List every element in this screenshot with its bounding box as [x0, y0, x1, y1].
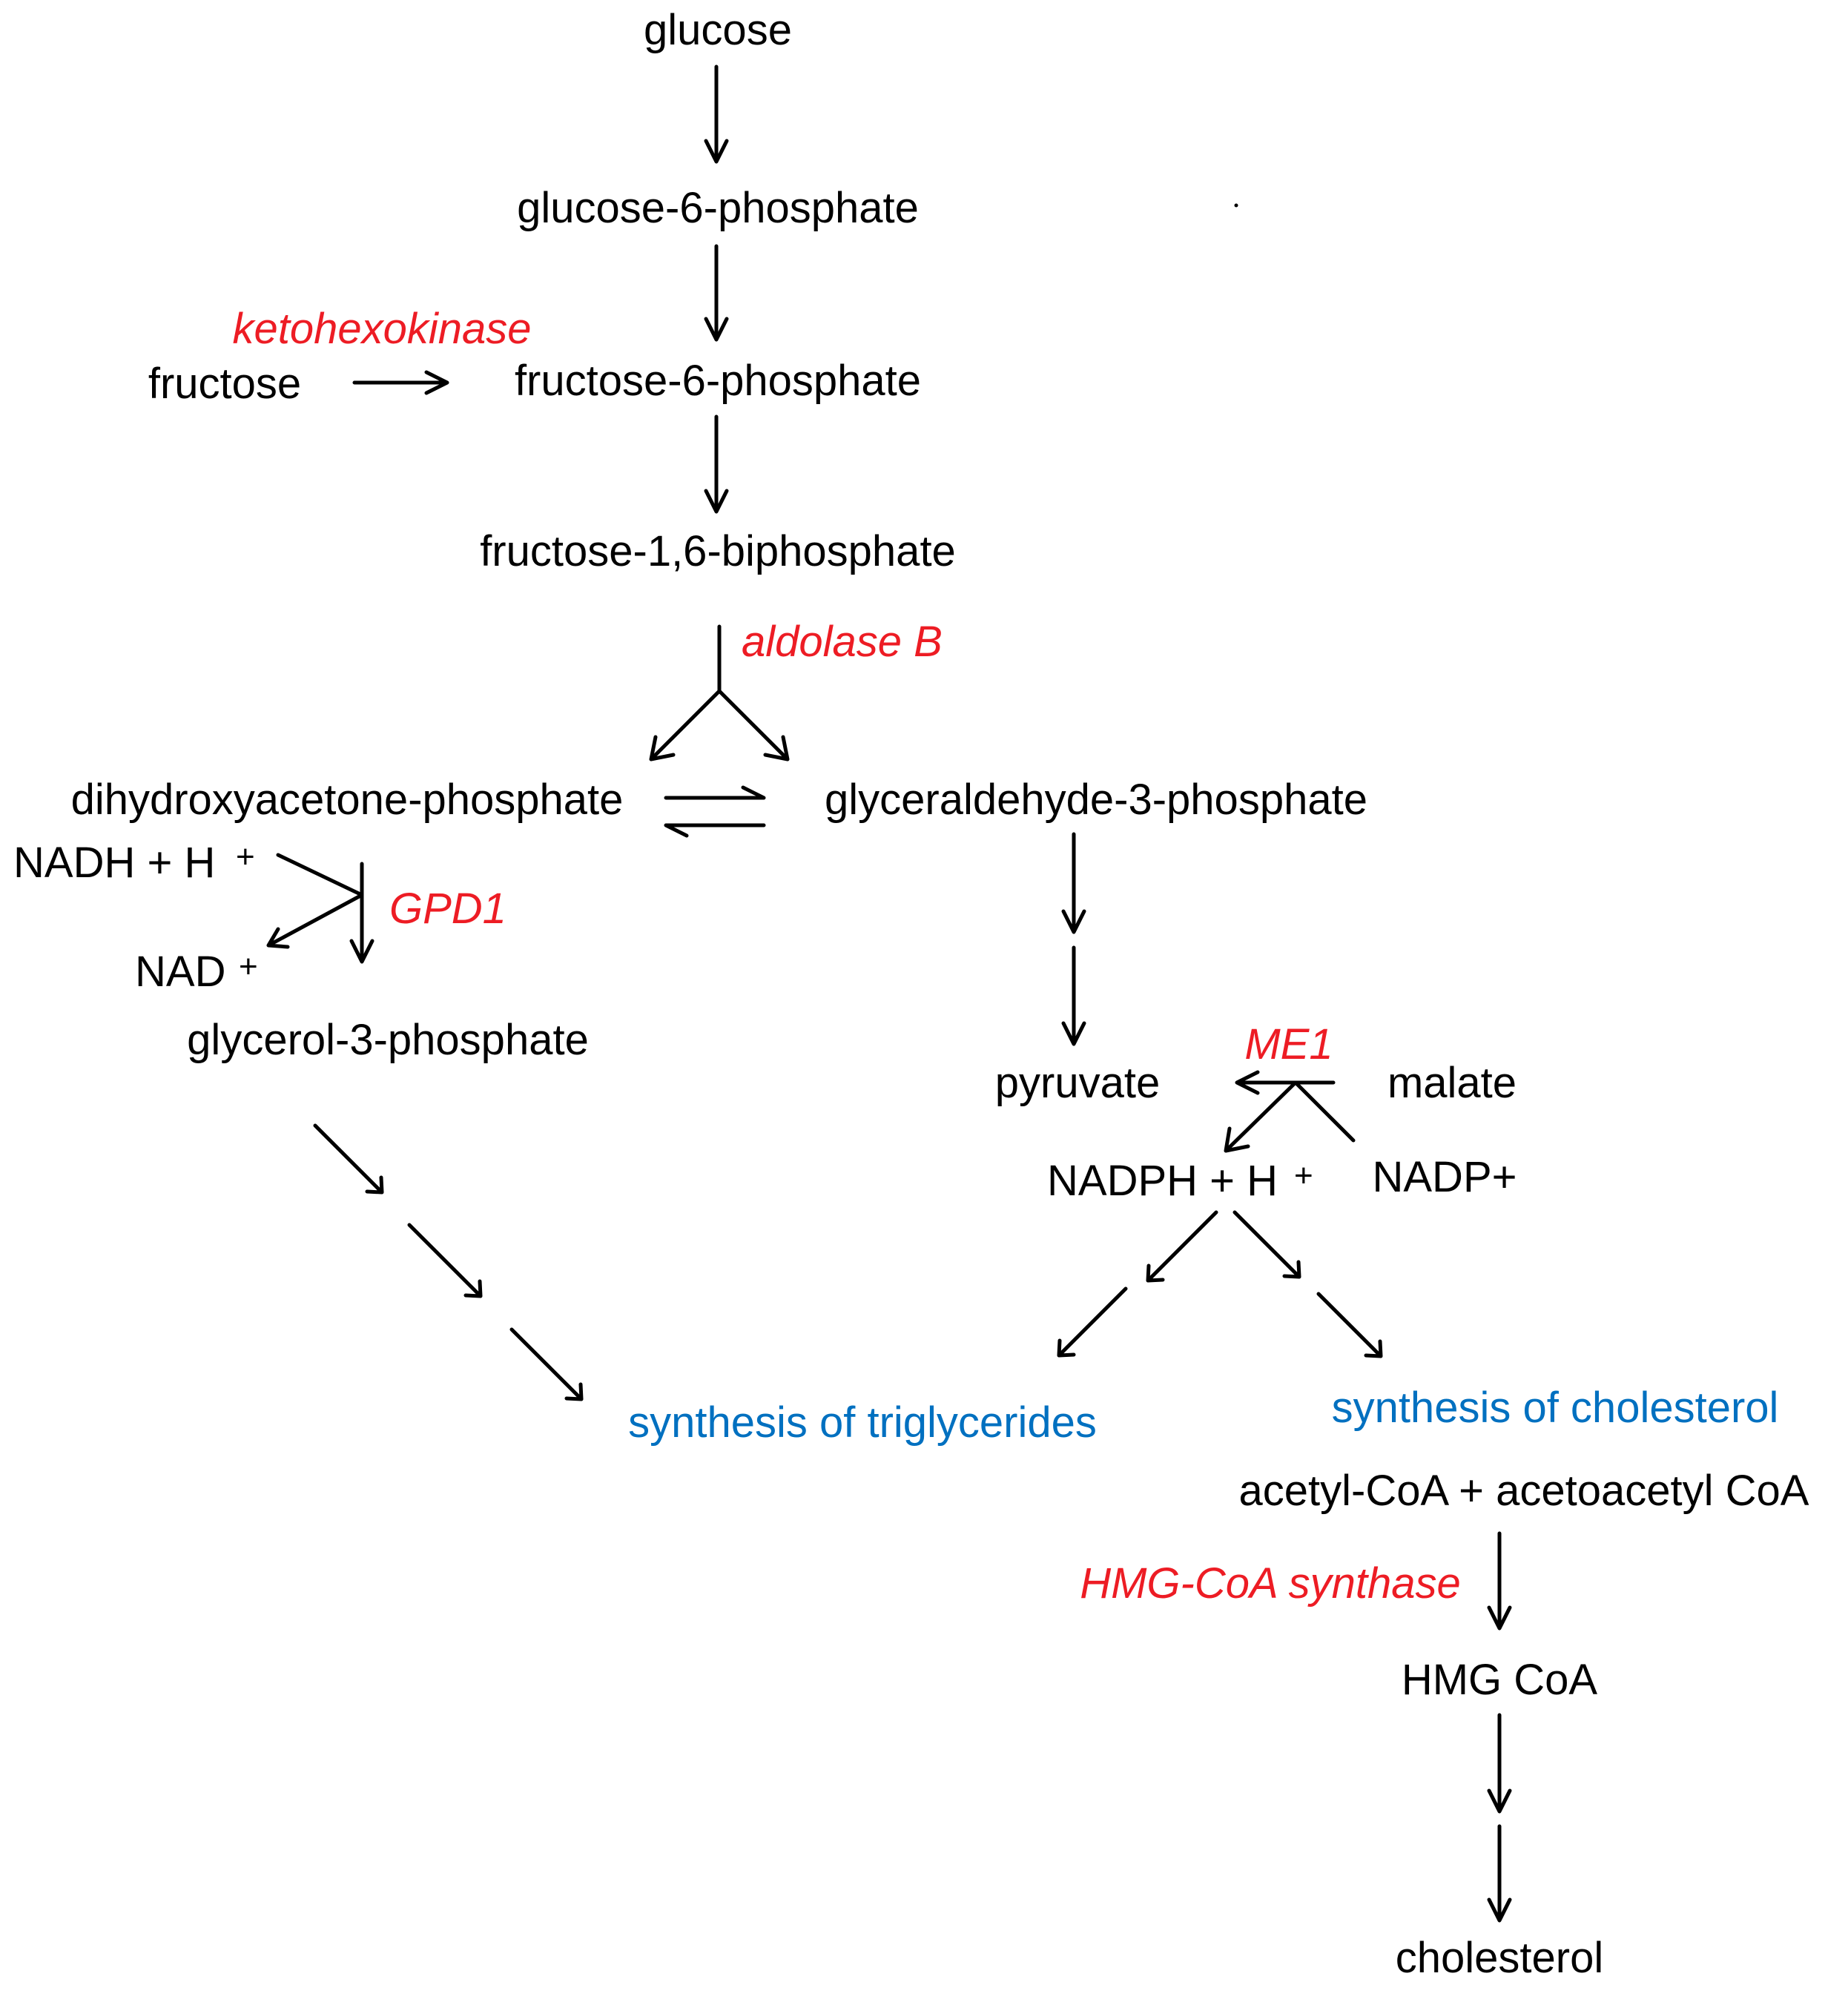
arrow-fructose-to-f6p [352, 370, 449, 395]
nad-superscript: + [239, 948, 258, 985]
nadh-superscript: + [236, 839, 255, 875]
aldolase-b-label: aldolase B [742, 618, 943, 666]
arrow-nadp-to-me1 [1293, 1080, 1356, 1143]
arrow-gpd1-vertical [349, 862, 374, 964]
nad-label: NAD [135, 948, 225, 996]
malate-label: malate [1387, 1059, 1517, 1107]
arrow-nadph-to-triglycerides-1 [1146, 1210, 1218, 1283]
acetyl-coa-label: acetyl-CoA + acetoacetyl CoA [1239, 1467, 1809, 1515]
arrow-g3p-to-dhap [664, 823, 766, 838]
nadp-label: NADP+ [1372, 1153, 1517, 1201]
gpd1-label: GPD1 [389, 885, 506, 933]
arrows [266, 65, 1512, 1923]
pyruvate-label: pyruvate [995, 1059, 1160, 1107]
arrow-f6p-to-f16bp [704, 414, 729, 514]
nadph-superscript: + [1294, 1157, 1313, 1194]
arrow-nadh-to-nad [266, 853, 364, 949]
hmg-coa-synthase-label: HMG-CoA synthase [1080, 1559, 1461, 1608]
glucose-label: glucose [644, 6, 792, 54]
synthesis-of-cholesterol-label: synthesis of cholesterol [1332, 1384, 1779, 1432]
arrow-me1-to-nadph [1224, 1080, 1298, 1153]
me1-label: ME1 [1244, 1020, 1333, 1068]
arrow-hmgcoa-to-cholesterol-2 [1487, 1824, 1512, 1923]
glucose-6-phosphate-label: glucose-6-phosphate [517, 184, 919, 232]
glyceraldehyde-3-phosphate-label: glyceraldehyde-3-phosphate [825, 776, 1367, 824]
nadph-label: NADPH + H [1047, 1157, 1278, 1205]
arrow-malate-to-pyruvate [1235, 1070, 1336, 1095]
arrow-aldolase-split [649, 624, 790, 762]
process-labels: synthesis of triglycerides synthesis of … [628, 1384, 1778, 1447]
glycerol-3-phosphate-label: glycerol-3-phosphate [187, 1016, 589, 1064]
arrow-nadph-to-cholesterol-2 [1316, 1292, 1383, 1358]
ketohexokinase-label: ketohexokinase [232, 305, 531, 353]
fructose-label: fructose [148, 360, 301, 408]
dihydroxyacetone-phosphate-label: dihydroxyacetone-phosphate [71, 776, 624, 824]
fructose-1-6-biphosphate-label: fructose-1,6-biphosphate [480, 527, 956, 575]
arrow-g6p-to-f6p [704, 244, 729, 342]
hmg-coa-label: HMG CoA [1402, 1656, 1598, 1704]
nadh-label: NADH + H [13, 839, 215, 887]
arrow-g3p-to-pyruvate-1 [1061, 832, 1086, 934]
arrow-g3p-to-triglycerides-2 [407, 1223, 483, 1298]
arrow-nadph-to-cholesterol-1 [1232, 1210, 1301, 1279]
enzyme-labels: ketohexokinase aldolase B GPD1 ME1 HMG-C… [232, 305, 1460, 1608]
arrow-g3p-to-triglycerides-3 [509, 1327, 584, 1401]
arrow-hmgcoa-to-cholesterol-1 [1487, 1713, 1512, 1814]
fructose-6-phosphate-label: fructose-6-phosphate [515, 357, 921, 405]
arrow-dhap-to-g3p [664, 785, 766, 800]
arrow-nadph-to-triglycerides-2 [1057, 1286, 1128, 1358]
metabolite-labels: glucose glucose-6-phosphate fructose fru… [13, 6, 1809, 1982]
arrow-acetylcoa-to-hmgcoa [1487, 1531, 1512, 1631]
cholesterol-label: cholesterol [1396, 1934, 1603, 1982]
stray-dot [1234, 203, 1238, 208]
arrow-g3p-to-triglycerides-1 [313, 1123, 384, 1195]
arrow-g3p-to-pyruvate-2 [1061, 945, 1086, 1046]
arrow-glucose-to-g6p [704, 65, 729, 164]
synthesis-of-triglycerides-label: synthesis of triglycerides [628, 1398, 1097, 1447]
